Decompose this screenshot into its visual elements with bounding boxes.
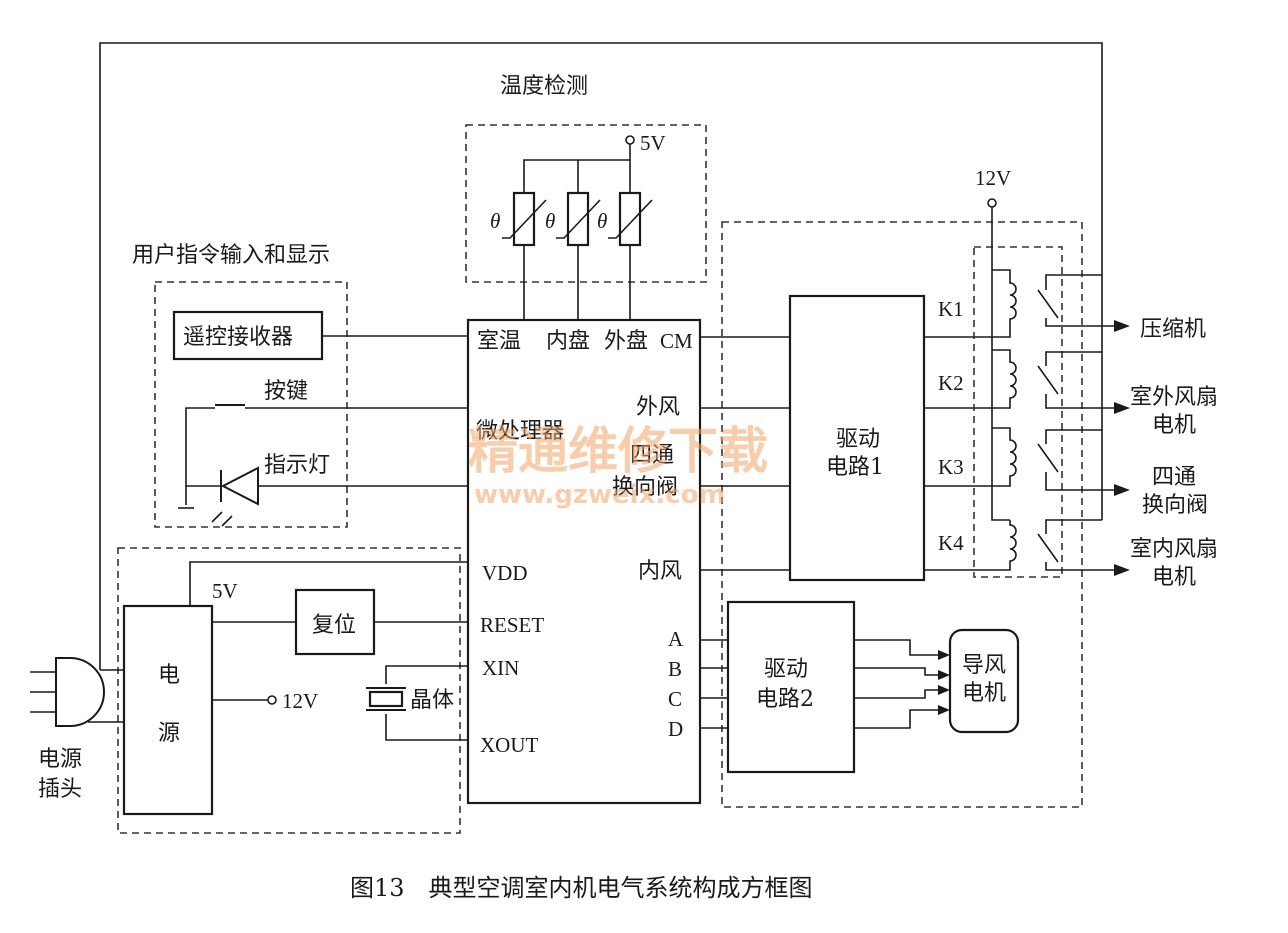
remote-receiver-label: 遥控接收器 bbox=[183, 325, 293, 350]
mcu-outer-label: 外盘 bbox=[604, 329, 648, 354]
v5-terminal-top bbox=[625, 135, 635, 145]
drive-circuit-1-label-2: 电路1 bbox=[826, 455, 884, 480]
drive-circuit-2-box bbox=[726, 600, 856, 774]
vdd-wire bbox=[189, 561, 468, 606]
plug-label-1: 电源 bbox=[38, 747, 82, 772]
relay-coils bbox=[992, 269, 1017, 571]
compressor-label: 压缩机 bbox=[1140, 317, 1206, 342]
remote-receiver-box bbox=[172, 310, 324, 361]
drive-circuit-2-label-1: 驱动 bbox=[764, 657, 808, 682]
mcu-room-label: 室温 bbox=[477, 329, 521, 354]
mcu-valve-label-1: 四通 bbox=[630, 443, 674, 468]
louver-motor-label-1: 导风 bbox=[962, 653, 1006, 678]
valve-label-2: 换向阀 bbox=[1142, 493, 1208, 518]
figure-caption: 图13 典型空调室内机电气系统构成方框图 bbox=[350, 874, 813, 902]
pin-d-label: D bbox=[668, 717, 683, 741]
relay-k4-label: K4 bbox=[938, 531, 964, 555]
mcu-cm-label: CM bbox=[660, 329, 693, 353]
relay-group-box bbox=[973, 246, 1063, 578]
louver-motor-label-2: 电机 bbox=[962, 681, 1006, 706]
key-label: 按键 bbox=[264, 379, 308, 404]
pin-a-label: A bbox=[668, 627, 684, 651]
user-section-title: 用户指令输入和显示 bbox=[132, 243, 330, 268]
mcu-outfan-label: 外风 bbox=[636, 395, 680, 420]
mains-wire bbox=[99, 42, 1103, 670]
outdoor-fan-label-2: 电机 bbox=[1152, 413, 1196, 438]
indicator-label: 指示灯 bbox=[264, 453, 330, 478]
drive2-motor-wires bbox=[854, 639, 940, 729]
v12-power-label: 12V bbox=[282, 689, 318, 713]
louver-motor-box bbox=[948, 628, 1020, 734]
power-supply-label-1: 电 bbox=[158, 663, 180, 688]
power-supply-box bbox=[122, 604, 214, 816]
mcu-drive1-wires bbox=[700, 336, 790, 571]
drive-section-box bbox=[721, 221, 1083, 808]
relay-k3-label: K3 bbox=[938, 455, 964, 479]
v12-power-terminal bbox=[267, 695, 277, 705]
valve-label-1: 四通 bbox=[1152, 465, 1196, 490]
drive-circuit-1-label-1: 驱动 bbox=[836, 427, 880, 452]
mcu-infan-label: 内风 bbox=[638, 559, 682, 584]
mcu-drive2-wires bbox=[700, 639, 728, 729]
v12-terminal-top bbox=[987, 198, 997, 208]
v12-coil-bus bbox=[991, 207, 1010, 521]
power-plug bbox=[30, 657, 124, 727]
relay-contacts bbox=[1037, 274, 1118, 571]
pin-vdd-label: VDD bbox=[482, 561, 528, 585]
thermistor-inner-coil: θ bbox=[545, 191, 601, 247]
output-arrows bbox=[1114, 320, 1130, 576]
svg-text:θ: θ bbox=[490, 209, 500, 233]
crystal bbox=[366, 665, 468, 741]
key-switch bbox=[185, 404, 468, 505]
mcu-inner-label: 内盘 bbox=[546, 329, 590, 354]
louver-arrows bbox=[938, 650, 950, 715]
pin-xin-label: XIN bbox=[482, 656, 519, 680]
mcu-name-label: 微处理器 bbox=[476, 419, 564, 444]
indoor-fan-label-1: 室内风扇 bbox=[1130, 537, 1218, 562]
pin-c-label: C bbox=[668, 687, 682, 711]
indicator-led bbox=[178, 466, 468, 527]
drive-circuit-1-box bbox=[788, 294, 926, 582]
pin-reset-label: RESET bbox=[480, 613, 544, 637]
outdoor-fan-label-1: 室外风扇 bbox=[1130, 385, 1218, 410]
v5-top-label: 5V bbox=[640, 131, 666, 155]
v12-top-label: 12V bbox=[975, 166, 1011, 190]
pin-b-label: B bbox=[668, 657, 682, 681]
drive1-coil-wires bbox=[924, 336, 1000, 571]
thermistor-room: θ bbox=[490, 191, 547, 247]
user-section-box bbox=[154, 281, 348, 528]
pin-xout-label: XOUT bbox=[480, 733, 538, 757]
power-supply-label-2: 源 bbox=[158, 721, 180, 746]
temp-section-box bbox=[465, 124, 707, 283]
thermistor-supply-bus bbox=[523, 144, 631, 193]
mcu-valve-label-2: 换向阀 bbox=[612, 475, 678, 500]
thermistor-leads bbox=[523, 245, 631, 320]
watermark-url: www.gzweix.com bbox=[474, 480, 726, 510]
temp-section-title: 温度检测 bbox=[500, 74, 588, 99]
svg-text:θ: θ bbox=[545, 209, 555, 233]
reset-label: 复位 bbox=[312, 613, 356, 638]
indoor-fan-label-2: 电机 bbox=[1152, 565, 1196, 590]
crystal-label: 晶体 bbox=[410, 688, 454, 713]
svg-text:θ: θ bbox=[597, 209, 607, 233]
plug-label-2: 插头 bbox=[38, 777, 82, 802]
microprocessor-box bbox=[466, 318, 702, 805]
power-section-box bbox=[117, 547, 461, 834]
watermark-title: 精通维修下载 bbox=[468, 422, 768, 480]
drive-circuit-2-label-2: 电路2 bbox=[756, 687, 814, 712]
reset-box bbox=[294, 588, 376, 656]
relay-k2-label: K2 bbox=[938, 371, 964, 395]
thermistor-outer-coil: θ bbox=[597, 191, 653, 247]
relay-k1-label: K1 bbox=[938, 297, 964, 321]
v5-power-label: 5V bbox=[212, 579, 238, 603]
